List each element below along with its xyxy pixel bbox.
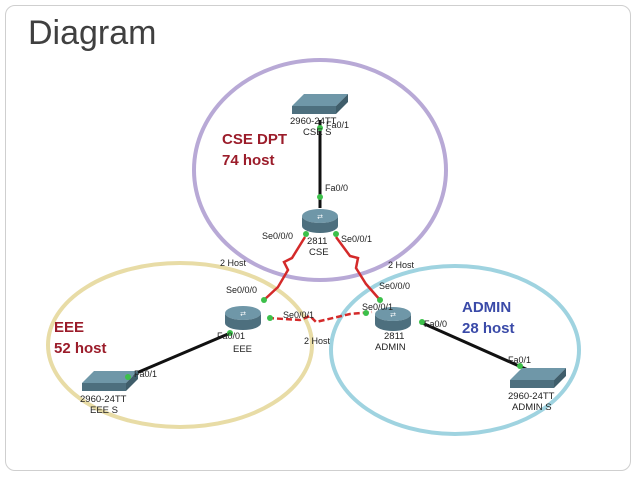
zone-eee-name: EEE (54, 319, 84, 336)
zone-admin-hosts: 28 host (462, 320, 515, 337)
switch-top (82, 371, 138, 383)
port-dot (261, 297, 267, 303)
switch-admin[interactable] (510, 368, 566, 388)
zone-eee-hosts: 52 host (54, 340, 107, 357)
admin-router-model: 2811 (384, 331, 404, 342)
router-admin[interactable]: ⇄ (375, 307, 411, 331)
zone-cse-hosts: 74 host (222, 152, 275, 169)
zone-ring-eee (46, 261, 314, 429)
router-top (225, 306, 261, 320)
port-dot (419, 319, 425, 325)
slide-frame (5, 5, 631, 471)
link-admin-router-switch (419, 320, 529, 372)
port-label-admin-router-se-left: Se0/0/1 (362, 302, 393, 312)
slide-title: Diagram (28, 14, 157, 52)
router-arrows-icon: ⇄ (317, 214, 323, 221)
switch-front (292, 106, 336, 114)
link-cse-eee-serial (263, 236, 307, 301)
port-label-cse-router-fa: Fa0/0 (325, 183, 348, 193)
zone-admin-name: ADMIN (462, 299, 511, 316)
port-label-cse-router-se-right: Se0/0/1 (341, 234, 372, 244)
port-label-cse-router-se-left: Se0/0/0 (262, 231, 293, 241)
link-cse-eee-hosts: 2 Host (220, 258, 247, 268)
router-cse[interactable]: ⇄ (302, 209, 338, 233)
port-dot (267, 315, 273, 321)
eee-switch-model: 2960-24TT (80, 394, 127, 405)
cse-switch-name: CSE S (303, 127, 332, 138)
switch-top (510, 368, 566, 380)
port-dot (517, 363, 523, 369)
port-label-eee-router-se-right: Se0/0/1 (283, 310, 314, 320)
cse-router-model: 2811 (307, 236, 327, 247)
port-label-eee-switch-fa: Fa0/1 (134, 369, 157, 379)
switch-side (336, 94, 348, 114)
port-dot (377, 297, 383, 303)
port-dot (227, 330, 233, 336)
port-label-cse-switch-fa: Fa0/1 (326, 120, 349, 130)
link-cse-admin-serial (334, 236, 381, 301)
router-arrows-icon: ⇄ (390, 312, 396, 319)
admin-switch-model: 2960-24TT (508, 391, 555, 402)
port-label-eee-router-fa: Fa0/01 (217, 331, 245, 341)
cse-router-name: CSE (309, 247, 329, 258)
router-body (375, 314, 411, 331)
port-dot (333, 231, 339, 237)
eee-switch-name: EEE S (90, 405, 118, 416)
link-eee-admin-serial (267, 310, 373, 324)
switch-cse[interactable] (292, 94, 348, 114)
port-dots (125, 125, 523, 380)
zone-ring-cse (192, 58, 448, 282)
port-dot (317, 194, 323, 200)
link-eee-admin-hosts: 2 Host (304, 336, 331, 346)
router-body (225, 313, 261, 330)
link-cse-admin-hosts: 2 Host (388, 260, 415, 270)
eee-router-name: EEE (233, 344, 252, 355)
router-top (302, 209, 338, 223)
port-label-admin-router-fa: Fa0/0 (424, 319, 447, 329)
port-dot (125, 374, 131, 380)
router-top (375, 307, 411, 321)
admin-router-name: ADMIN (375, 342, 406, 353)
port-label-admin-router-se-top: Se0/0/0 (379, 281, 410, 291)
switch-eee[interactable] (82, 371, 138, 391)
zone-cse-name: CSE DPT (222, 131, 287, 148)
zone-ring-admin (329, 264, 581, 436)
port-dot (317, 125, 323, 131)
router-arrows-icon: ⇄ (240, 311, 246, 318)
port-dot (303, 231, 309, 237)
switch-front (510, 380, 554, 388)
port-label-admin-switch-fa: Fa0/1 (508, 355, 531, 365)
router-body (302, 216, 338, 233)
switch-side (126, 371, 138, 391)
port-label-eee-router-se-top: Se0/0/0 (226, 285, 257, 295)
router-eee[interactable]: ⇄ (225, 306, 261, 330)
port-dot (363, 310, 369, 316)
admin-switch-name: ADMIN S (512, 402, 552, 413)
switch-front (82, 383, 126, 391)
switch-side (554, 368, 566, 388)
switch-top (292, 94, 348, 106)
cse-switch-model: 2960-24TT (290, 116, 337, 127)
